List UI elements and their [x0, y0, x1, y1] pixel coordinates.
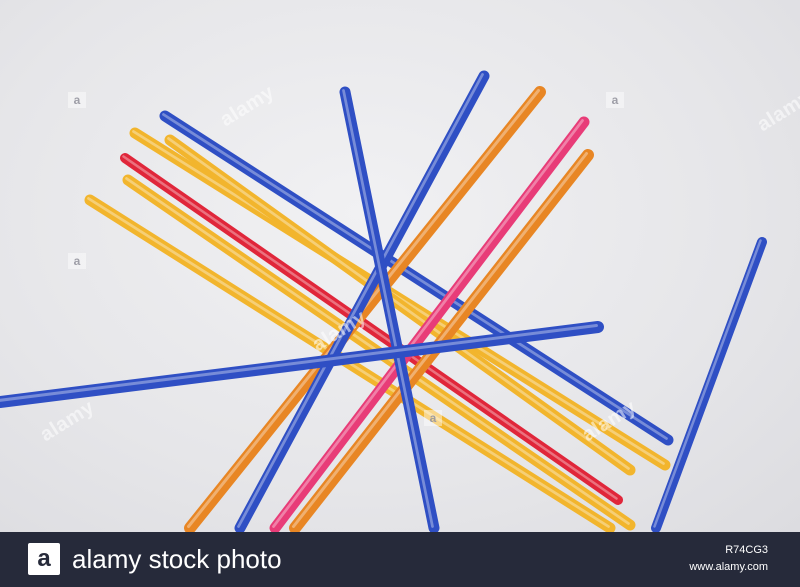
blue-straw [651, 237, 767, 532]
watermark-badge: a [68, 92, 86, 108]
site-url-link[interactable]: www.alamy.com [689, 561, 768, 573]
blue-straw [159, 110, 674, 446]
blue-straw [234, 70, 490, 532]
brand-text[interactable]: alamy stock photo [72, 544, 282, 574]
blue-straw [0, 321, 604, 408]
blue-straw [339, 86, 440, 532]
alamy-logo-icon[interactable]: a [28, 543, 60, 575]
red-straw [120, 153, 623, 505]
watermark-badge: a [68, 253, 86, 269]
straws-layer [0, 70, 767, 532]
pink-straw [269, 116, 590, 532]
watermark-badge: a [424, 410, 442, 426]
watermark-badge: a [606, 92, 624, 108]
footer-bar: a alamy stock photo R74CG3 www.alamy.com [0, 532, 800, 587]
logo-letter: a [37, 545, 51, 572]
yellow-straw [164, 134, 636, 476]
image-id-label: R74CG3 [725, 544, 768, 556]
stock-photo: a a a a alamy alamy alamy alamy alamy [0, 0, 800, 532]
